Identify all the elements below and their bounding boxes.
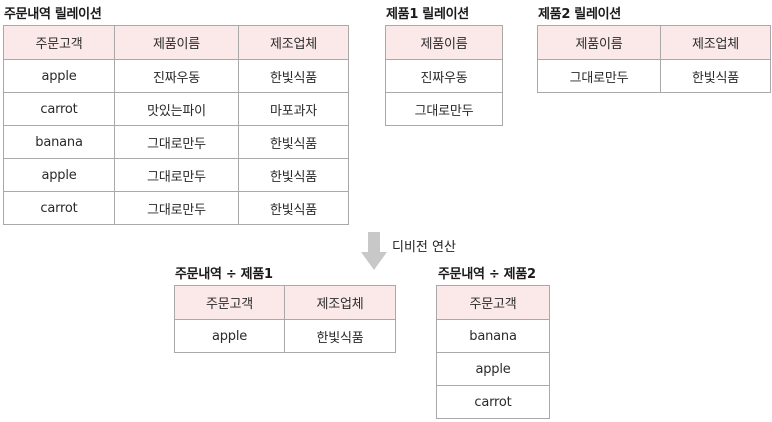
table-row: banana [436,319,550,353]
result2-caption: 주문내역 ÷ 제품2 [438,267,536,282]
orders-cell: 그대로만두 [114,158,239,192]
product2-cell: 그대로만두 [537,59,661,93]
orders-cell: 한빛식품 [238,191,349,225]
product2-header-product: 제품이름 [537,25,661,60]
product1-header-product: 제품이름 [385,25,503,60]
table-row: apple [436,352,550,386]
result1-header-maker: 제조업체 [284,285,396,320]
product2-caption: 제품2 릴레이션 [538,7,621,22]
product1-header-row: 제품이름 [385,25,503,60]
product1-cell: 진짜우동 [385,59,503,93]
result2-header-row: 주문고객 [436,285,550,320]
table-row: 그대로만두 [385,92,503,126]
result1-cell: apple [174,319,285,353]
table-row: 그대로만두 한빛식품 [537,59,771,93]
result2-cell: carrot [436,385,550,419]
orders-caption: 주문내역 릴레이션 [4,7,102,22]
orders-cell: carrot [3,191,115,225]
table-row: 진짜우동 [385,59,503,93]
orders-header-maker: 제조업체 [238,25,349,60]
table-row: carrot [436,385,550,419]
orders-cell: carrot [3,92,115,126]
product2-header-maker: 제조업체 [660,25,771,60]
table-row: carrot 그대로만두 한빛식품 [3,191,349,225]
result1-header-row: 주문고객 제조업체 [174,285,396,320]
product1-cell: 그대로만두 [385,92,503,126]
table-row: apple 그대로만두 한빛식품 [3,158,349,192]
orders-cell: 마포과자 [238,92,349,126]
orders-cell: apple [3,158,115,192]
product1-table: 제품이름 진짜우동 그대로만두 [385,25,503,126]
down-arrow-icon [361,232,387,270]
orders-cell: 한빛식품 [238,158,349,192]
orders-cell: apple [3,59,115,93]
orders-cell: 맛있는파이 [114,92,239,126]
orders-header-row: 주문고객 제품이름 제조업체 [3,25,349,60]
result1-caption: 주문내역 ÷ 제품1 [175,267,273,282]
table-row: apple 진짜우동 한빛식품 [3,59,349,93]
arrow-shape [361,232,387,270]
product1-caption: 제품1 릴레이션 [386,7,469,22]
result1-header-customer: 주문고객 [174,285,285,320]
table-row: banana 그대로만두 한빛식품 [3,125,349,159]
table-row: apple 한빛식품 [174,319,396,353]
table-row: carrot 맛있는파이 마포과자 [3,92,349,126]
operation-label: 디비전 연산 [392,240,456,255]
result2-cell: apple [436,352,550,386]
orders-table: 주문고객 제품이름 제조업체 apple 진짜우동 한빛식품 carrot 맛있… [3,25,349,225]
orders-cell: banana [3,125,115,159]
result2-cell: banana [436,319,550,353]
orders-cell: 그대로만두 [114,125,239,159]
product2-table: 제품이름 제조업체 그대로만두 한빛식품 [537,25,771,93]
orders-cell: 한빛식품 [238,59,349,93]
orders-cell: 한빛식품 [238,125,349,159]
result1-table: 주문고객 제조업체 apple 한빛식품 [174,285,396,353]
orders-cell: 진짜우동 [114,59,239,93]
result2-table: 주문고객 banana apple carrot [436,285,550,419]
orders-header-customer: 주문고객 [3,25,115,60]
orders-cell: 그대로만두 [114,191,239,225]
product2-header-row: 제품이름 제조업체 [537,25,771,60]
product2-cell: 한빛식품 [660,59,771,93]
orders-header-product: 제품이름 [114,25,239,60]
result1-cell: 한빛식품 [284,319,396,353]
result2-header-customer: 주문고객 [436,285,550,320]
